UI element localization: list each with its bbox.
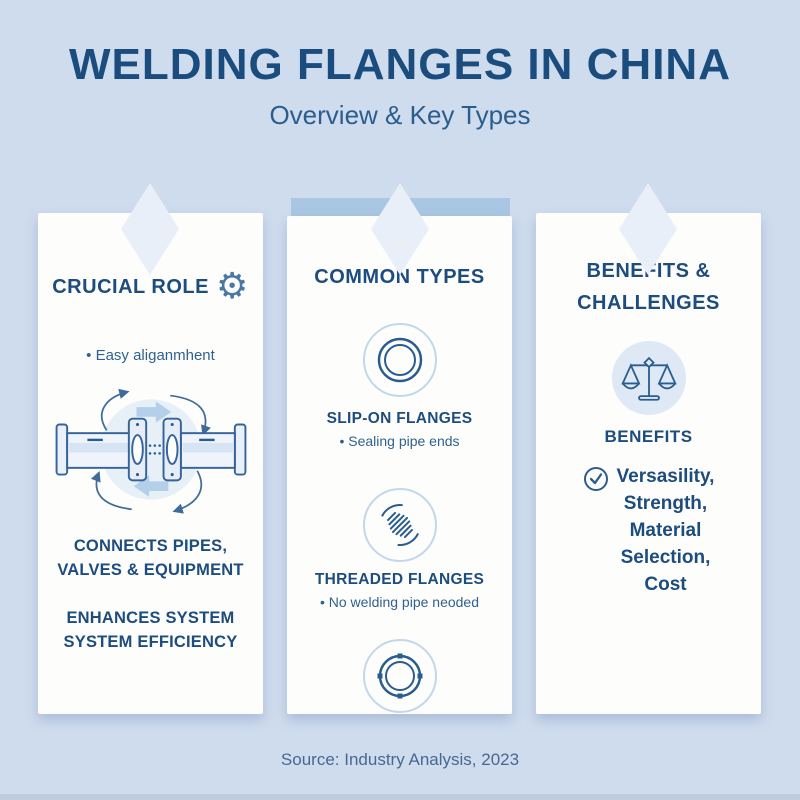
page-title: WELDING FLANGES IN CHINA — [69, 40, 731, 89]
card-crucial-role-title-text: CRUCIAL ROLE — [52, 276, 209, 298]
card-common-types-title: COMMON TYPES — [314, 266, 485, 288]
gear-icon: ⚙ — [215, 266, 249, 307]
card-crucial-role: CRUCIAL ROLE ⚙ • Easy aliganmhent — [38, 213, 263, 714]
crucial-role-statement-enhances: ENHANCES SYSTEM SYSTEM EFFICIENCY — [63, 608, 238, 651]
type-name-slip-on: SLIP-ON FLANGES — [326, 410, 473, 427]
slip-on-flange-icon — [362, 323, 437, 397]
page-subtitle: Overview & Key Types — [269, 100, 531, 130]
crucial-role-bullet: • Easy aliganmhent — [86, 347, 215, 364]
flange-face-icon — [362, 639, 437, 713]
card-common-types: COMMON TYPES SLIP-ON FLANGES • Sealing p… — [287, 216, 512, 714]
threaded-flange-icon — [362, 488, 437, 562]
type-name-threaded: THREADED FLANGES — [314, 571, 485, 588]
check-circle-icon — [583, 467, 608, 491]
benefit-text: Versasility, Strength, Material Selectio… — [616, 466, 715, 595]
card-crucial-role-title: CRUCIAL ROLE ⚙ — [52, 269, 249, 305]
pipe-flange-illustration — [55, 388, 246, 514]
source-attribution: Source: Industry Analysis, 2023 — [280, 750, 520, 769]
card-benefits-challenges: BENEFITS & CHALLENGES BENEFITS Versasili… — [536, 213, 761, 714]
card-benefits-challenges-title: BENEFITS & CHALLENGES — [577, 260, 720, 314]
benefit-item: Versasility, Strength, Material Selectio… — [583, 463, 715, 598]
benefits-subheading: BENEFITS — [604, 427, 693, 446]
type-bullet-threaded: • No welding pipe neoded — [319, 594, 480, 610]
balance-scale-icon — [611, 341, 686, 415]
bottom-strip — [0, 794, 800, 800]
crucial-role-statement-connects: CONNECTS PIPES, VALVES & EQUIPMENT — [57, 537, 244, 579]
type-bullet-slip-on: • Sealing pipe ends — [339, 433, 460, 449]
